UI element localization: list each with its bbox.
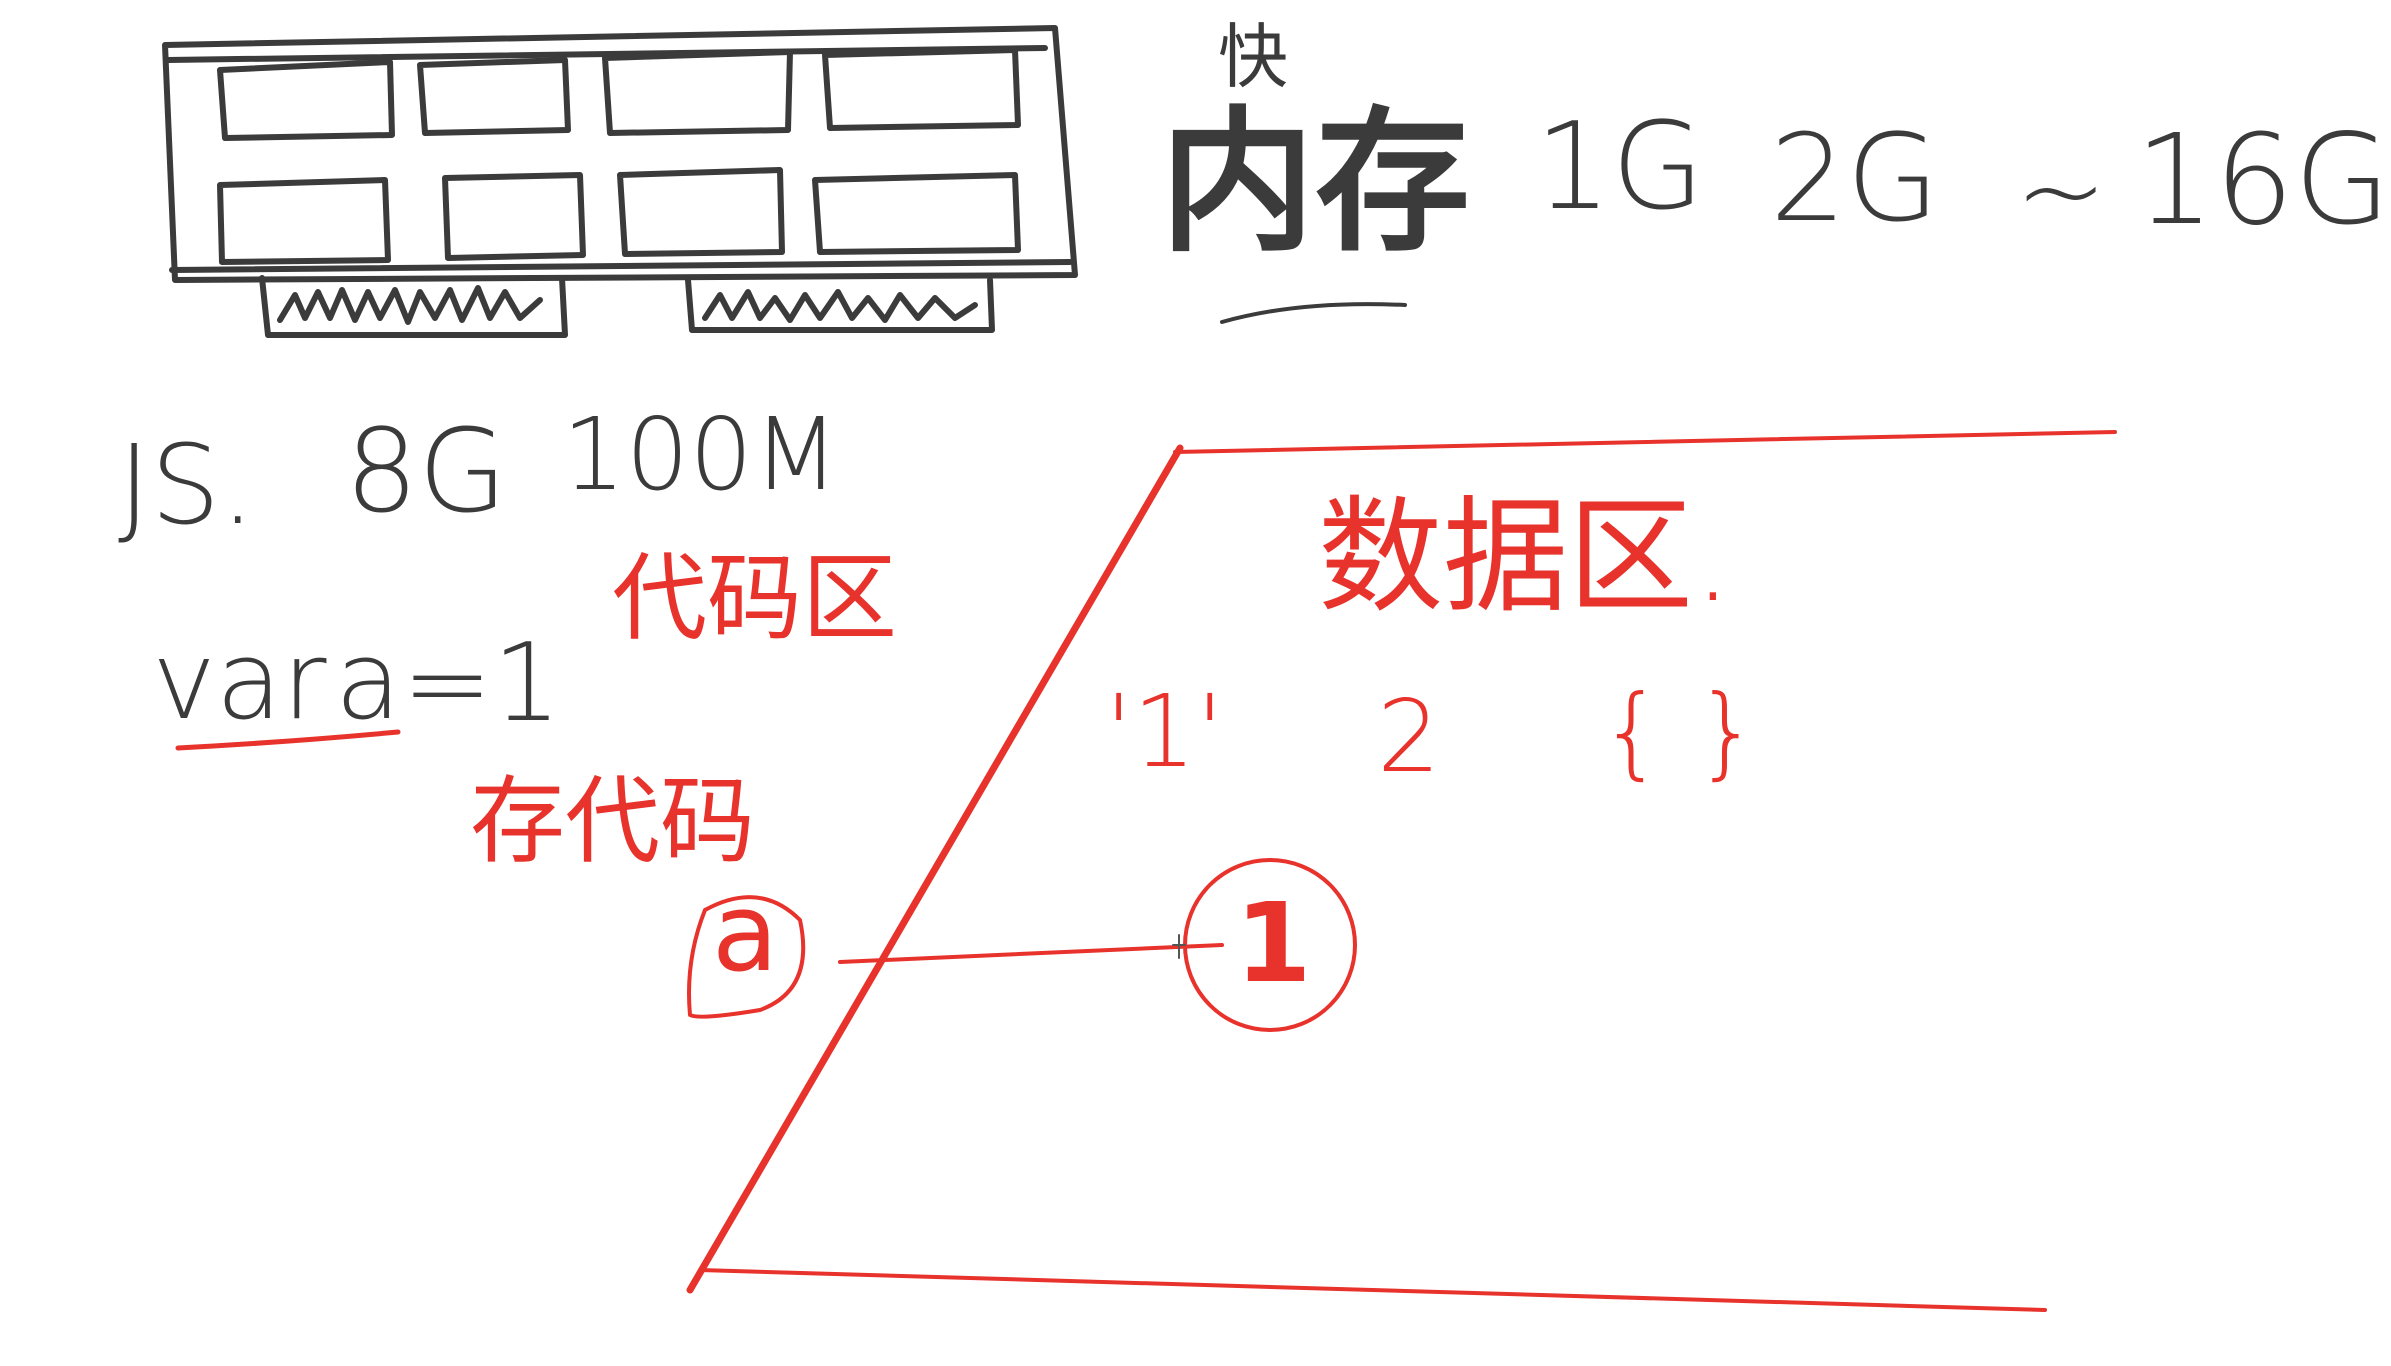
stores-code-label: 存代码 <box>470 767 756 877</box>
memory-size-item: 16G <box>2135 108 2391 253</box>
memory-title: 内存 <box>1160 92 1470 273</box>
code-keyword-var: var <box>152 619 327 744</box>
cursor-crosshair-icon <box>1172 934 1186 959</box>
variable-circle-outline <box>687 895 806 1019</box>
code-area-label: 代码区 <box>612 544 898 654</box>
code-variable-a: a <box>335 619 402 744</box>
data-area-label: 数据区. <box>1318 485 1733 630</box>
value-circle-label: 1 <box>1235 879 1312 1007</box>
variable-circle-label: a <box>712 871 779 996</box>
boundary-top <box>1173 430 2117 454</box>
memory-size-item: 1G <box>1535 98 1705 237</box>
data-value-item: 2 <box>1377 678 1441 795</box>
memory-size-item: 2G <box>1770 110 1940 249</box>
title-underline <box>1220 302 1407 324</box>
code-assignment: =1 <box>402 621 562 746</box>
js-label: JS. <box>118 421 256 549</box>
js-size-100m: 100M <box>562 396 840 513</box>
data-value-item: { } <box>1600 673 1760 790</box>
memory-size-item: ~ <box>2015 127 2108 255</box>
js-size-8g: 8G <box>345 405 508 539</box>
memory-fast-note: 快 <box>1218 16 1288 98</box>
var-underline <box>175 729 401 751</box>
boundary-bottom <box>698 1268 2047 1312</box>
memory-module-sketch <box>162 25 1078 338</box>
boundary-diagonal <box>686 444 1184 1294</box>
data-value-item: '1' <box>1105 673 1224 790</box>
reference-line <box>838 943 1224 964</box>
